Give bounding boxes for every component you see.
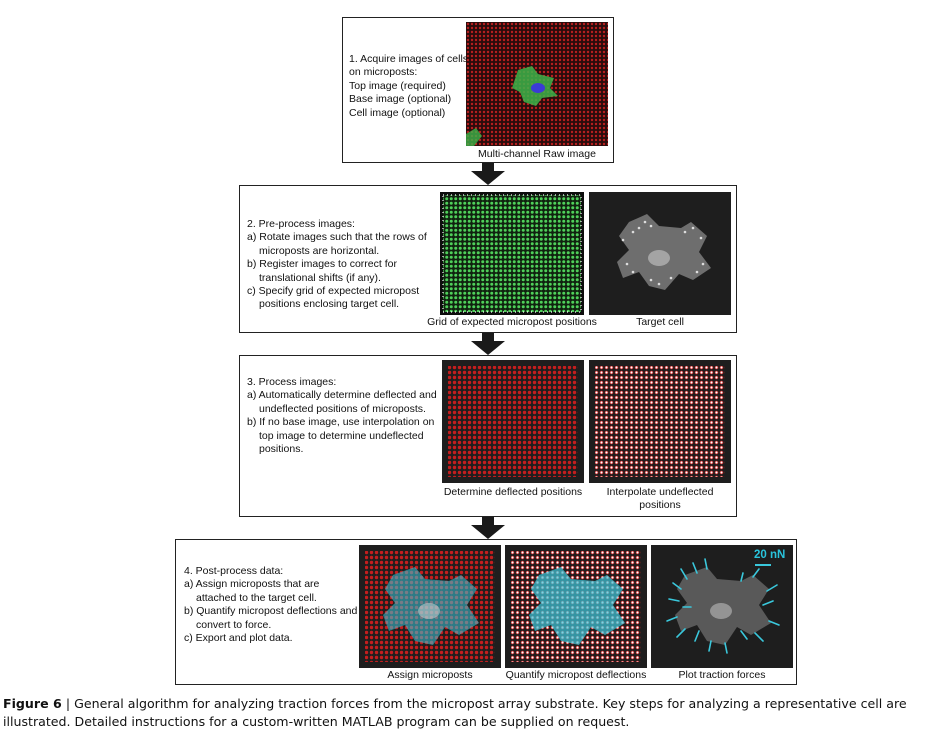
grid-expected-positions-image <box>440 192 584 315</box>
step3-caption-deflected: Determine deflected positions <box>443 486 583 498</box>
step4-item-c: c) Export and plot data. <box>184 632 293 645</box>
step4-text: 4. Post-process data: a) Assign micropos… <box>184 565 360 645</box>
step2-caption-grid: Grid of expected micropost positions <box>427 316 597 328</box>
step1-line-top: Top image (required) <box>349 79 446 92</box>
step4-title: 4. Post-process data: <box>184 565 284 577</box>
step2-text: 2. Pre-process images: a) Rotate images … <box>247 218 437 312</box>
figure-label: Figure 6 <box>3 696 62 711</box>
step3-item-b: b) If no base image, use interpolation o… <box>247 416 435 456</box>
step3-text: 3. Process images: a) Automatically dete… <box>247 376 437 456</box>
step1-line-cell: Cell image (optional) <box>349 106 446 119</box>
figure-caption: Figure 6 | General algorithm for analyzi… <box>3 695 949 731</box>
step1-text: 1. Acquire images of cells on microposts… <box>349 53 469 120</box>
step4-caption-assign: Assign microposts <box>387 669 473 681</box>
figure-separator: | <box>65 696 71 711</box>
step4-item-b: b) Quantify micropost deflections and co… <box>184 605 358 631</box>
target-cell-image <box>589 192 731 315</box>
figure-caption-text: General algorithm for analyzing traction… <box>3 696 907 729</box>
step2-item-a: a) Rotate images such that the rows of m… <box>247 231 427 257</box>
assign-microposts-image <box>359 545 501 668</box>
arrow-down-icon <box>471 517 505 539</box>
deflected-positions-image <box>442 360 584 483</box>
step1-title: 1. Acquire images of cells on microposts… <box>349 53 469 79</box>
step4-caption-quantify: Quantify micropost deflections <box>505 669 647 681</box>
step2-item-c: c) Specify grid of expected micropost po… <box>247 285 420 311</box>
undeflected-positions-image <box>589 360 731 483</box>
step1-line-base: Base image (optional) <box>349 93 452 106</box>
quantify-deflections-image <box>505 545 647 668</box>
step2-title: 2. Pre-process images: <box>247 218 355 230</box>
arrow-down-icon <box>471 163 505 185</box>
step3-caption-undeflected: Interpolate undeflected positions <box>606 486 714 511</box>
step4-caption-plot: Plot traction forces <box>678 669 766 681</box>
scale-bar-label: 20 nN <box>754 549 786 561</box>
step2-item-b: b) Register images to correct for transl… <box>247 258 397 284</box>
step1-image-caption: Multi-channel Raw image <box>478 148 596 160</box>
step4-item-a: a) Assign microposts that are attached t… <box>184 578 320 604</box>
step2-caption-target: Target cell <box>636 316 684 328</box>
step3-title: 3. Process images: <box>247 376 337 388</box>
raw-image <box>466 22 608 146</box>
arrow-down-icon <box>471 333 505 355</box>
traction-forces-image <box>651 545 793 668</box>
step3-item-a: a) Automatically determine deflected and… <box>247 389 437 415</box>
